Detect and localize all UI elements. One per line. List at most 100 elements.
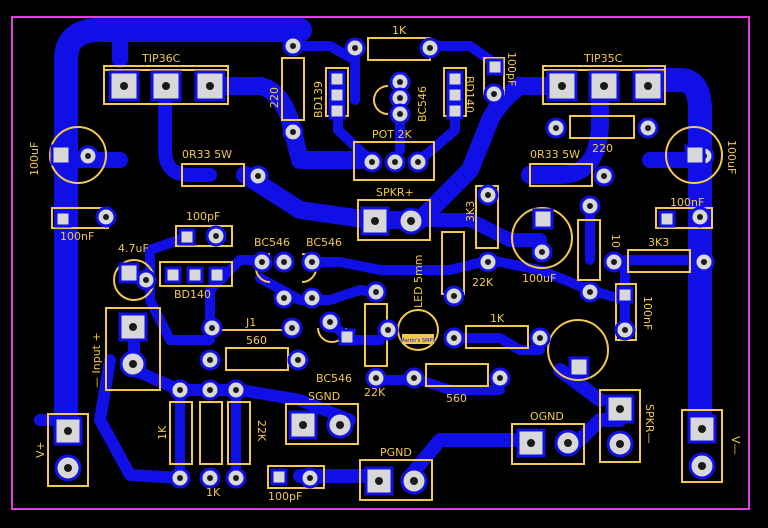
label-pgnd: PGND: [380, 446, 412, 459]
label-r1k-bl2: 1K: [206, 486, 221, 499]
pad-hole: [369, 159, 375, 165]
pad-hole: [373, 375, 379, 381]
pad-hole: [209, 325, 215, 331]
label-r22k-b: 22K: [364, 386, 386, 399]
pad-hole: [309, 295, 315, 301]
pad-hole: [281, 295, 287, 301]
pad-hole: [645, 125, 651, 131]
pad-hole: [392, 159, 398, 165]
label-or33-right: 0R33 5W: [530, 148, 580, 161]
label-bd140-top: BD140: [463, 76, 476, 113]
pad-hole: [415, 159, 421, 165]
label-input: — Input +: [90, 332, 103, 388]
label-bd140-bottom: BD140: [174, 288, 211, 301]
label-c100nf-right: 100nF: [670, 196, 704, 209]
label-c100pf-mid: 100pF: [186, 210, 220, 223]
label-v-plus: V+: [34, 441, 47, 458]
logo-text: Martin's SMPS: [400, 338, 435, 344]
pad-hole: [397, 111, 403, 117]
label-r1k-mid: 1K: [490, 312, 505, 325]
label-or33-left: 0R33 5W: [182, 148, 232, 161]
pad-hole: [539, 249, 545, 255]
board-outline: [11, 16, 750, 510]
pad-hole: [622, 327, 628, 333]
pad-hole: [207, 387, 213, 393]
label-r1k-bl1: 1K: [156, 425, 169, 440]
label-ognd: OGND: [530, 410, 564, 423]
pad-hole: [281, 259, 287, 265]
label-r3k3-a: 3K3: [464, 201, 477, 222]
pad-hole: [177, 387, 183, 393]
pad-hole: [207, 475, 213, 481]
label-r560-a: 560: [246, 334, 267, 347]
label-tip36c: TIP36C: [141, 52, 181, 65]
pad-hole: [697, 214, 703, 220]
pad-hole: [411, 375, 417, 381]
label-v-minus: V—: [729, 436, 742, 455]
pad-hole: [397, 79, 403, 85]
pads: [50, 35, 717, 496]
label-c100nf-vert: 100nF: [641, 296, 654, 330]
label-r22k-a: 22K: [472, 276, 494, 289]
pad-hole: [289, 325, 295, 331]
pad-hole: [553, 125, 559, 131]
pad-hole: [352, 45, 358, 51]
label-c100nf-left: 100nF: [60, 230, 94, 243]
pad-hole: [451, 293, 457, 299]
pad-hole: [587, 289, 593, 295]
pad-hole: [497, 375, 503, 381]
pad-hole: [290, 43, 296, 49]
pad-hole: [233, 475, 239, 481]
pad-hole: [85, 153, 91, 159]
pad-hole: [103, 214, 109, 220]
pad-hole: [177, 475, 183, 481]
label-spkr-minus: SPKR—: [643, 404, 656, 443]
label-r1k-top: 1K: [392, 24, 407, 37]
label-r22k-c: 22K: [255, 420, 268, 442]
label-r560-b: 560: [446, 392, 467, 405]
led-logo: Martin's SMPS: [400, 334, 436, 344]
silkscreen-labels: TIP36C TIP35C 1K 220 BD139 BC546 BD140 1…: [28, 24, 742, 503]
label-r10: 10: [609, 234, 622, 248]
label-c100pf-bottom: 100pF: [268, 490, 302, 503]
pad-hole: [207, 357, 213, 363]
pad-hole: [290, 129, 296, 135]
label-bc546-top: BC546: [416, 86, 429, 122]
pad-hole: [309, 259, 315, 265]
label-bd139: BD139: [312, 81, 325, 118]
label-r220-right: 220: [592, 142, 613, 155]
pad-hole: [233, 387, 239, 393]
pad-hole: [385, 327, 391, 333]
label-r3k3-b: 3K3: [648, 236, 669, 249]
pad-hole: [397, 95, 403, 101]
pad-hole: [327, 319, 333, 325]
label-c100uf-mid: 100uF: [522, 272, 556, 285]
label-c100pf-top: 100pF: [505, 52, 518, 86]
pad-hole: [259, 259, 265, 265]
label-r220-left: 220: [268, 87, 281, 108]
pad-hole: [213, 233, 219, 239]
pad-hole: [143, 277, 149, 283]
label-c100uf-right: 100uF: [725, 140, 738, 174]
pad-hole: [485, 259, 491, 265]
label-c100uf-left: 100uF: [28, 142, 41, 176]
label-spkr-plus: SPKR+: [376, 186, 414, 199]
pad-hole: [537, 335, 543, 341]
pad-hole: [601, 173, 607, 179]
pad-hole: [491, 91, 497, 97]
pad-hole: [295, 357, 301, 363]
pad-hole: [427, 45, 433, 51]
label-c47uf: 4.7uF: [118, 242, 149, 255]
pad-hole: [485, 192, 491, 198]
pad-hole: [451, 335, 457, 341]
label-j1: J1: [245, 316, 256, 329]
pad-hole: [611, 259, 617, 265]
label-pot2k: POT 2K: [372, 128, 413, 141]
pad-hole: [701, 259, 707, 265]
label-led5mm: LED 5mm: [412, 255, 425, 308]
pad-hole: [255, 173, 261, 179]
pad-hole: [373, 289, 379, 295]
pad-hole: [587, 203, 593, 209]
pad-hole: [307, 475, 313, 481]
